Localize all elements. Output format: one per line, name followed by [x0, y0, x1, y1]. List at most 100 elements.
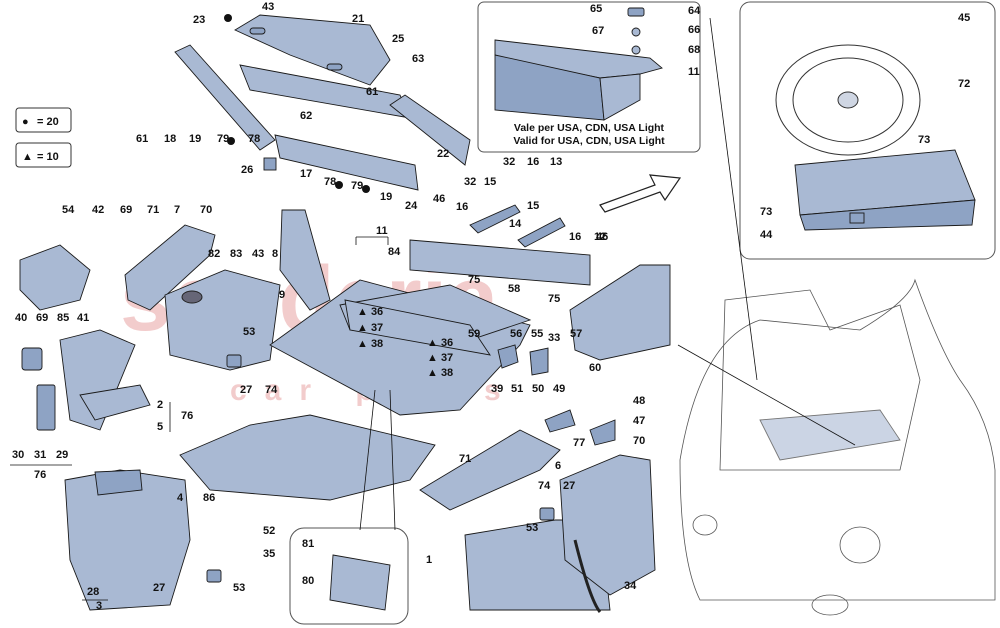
inset-note-line1: Vale per USA, CDN, USA Light [514, 122, 665, 134]
callout-label: 69 [120, 204, 132, 216]
callout-label: 61 [366, 86, 378, 98]
callout-label: 70 [633, 435, 645, 447]
callout-label: 23 [193, 14, 205, 26]
callout-label: 75 [468, 274, 480, 286]
callout-label: 7 [174, 204, 180, 216]
callout-label: 57 [570, 328, 582, 340]
callout-label: 19 [189, 133, 201, 145]
callout-label: 29 [56, 449, 68, 461]
callout-label: 34 [624, 580, 637, 592]
callout-label: 77 [573, 437, 585, 449]
torque-dot-marker [362, 185, 370, 193]
callout-label: 19 [380, 191, 392, 203]
callout-label: 54 [62, 204, 75, 216]
callout-label: 16 [527, 156, 539, 168]
callout-label: 18 [164, 133, 176, 145]
callout-label-triangle: ▲ 36 [357, 306, 383, 318]
callout-label: 27 [563, 480, 575, 492]
legend-dot-text: = 20 [37, 116, 59, 128]
callout-label: 83 [230, 248, 242, 260]
callout-label: 11 [376, 225, 388, 237]
parts-group [19, 14, 671, 613]
callout-label: 53 [233, 582, 245, 594]
inset-spare-wheel [739, 1, 996, 260]
callout-label: 59 [468, 328, 480, 340]
callout-label: 78 [248, 133, 260, 145]
callout-label: 53 [243, 326, 255, 338]
callout-label: 76 [181, 410, 193, 422]
callout-label: 33 [548, 332, 560, 344]
callout-label: 70 [200, 204, 212, 216]
callout-label: 26 [241, 164, 253, 176]
legend-tri-symbol: ▲ [22, 151, 33, 163]
callout-label: 67 [592, 25, 604, 37]
callout-label: 46 [596, 231, 608, 243]
callout-label: 85 [57, 312, 69, 324]
callout-label: 32 [503, 156, 515, 168]
callout-label: 76 [34, 469, 46, 481]
callout-label: 71 [459, 453, 471, 465]
callout-label: 45 [958, 12, 970, 24]
callout-label: 65 [590, 3, 602, 15]
callout-label: 44 [760, 229, 773, 241]
callout-label: 39 [491, 383, 503, 395]
callout-label: 41 [77, 312, 89, 324]
callout-label: 79 [217, 133, 229, 145]
callout-label: 46 [433, 193, 445, 205]
callout-label: 35 [263, 548, 275, 560]
callout-label: 13 [550, 156, 562, 168]
callout-label: 4 [177, 492, 184, 504]
callout-label: 75 [548, 293, 560, 305]
callout-label: 30 [12, 449, 24, 461]
callout-label: 51 [511, 383, 523, 395]
callout-label: 27 [240, 384, 252, 396]
callout-label: 79 [351, 180, 363, 192]
car-outline [677, 17, 996, 616]
legend-tri-10: ▲ = 10 [15, 142, 72, 168]
callout-label: 48 [633, 395, 645, 407]
callout-label: 14 [509, 218, 522, 230]
callout-label: 55 [531, 328, 543, 340]
leader-lines [10, 236, 396, 601]
legend-dot-symbol: ● [22, 116, 29, 128]
callout-label: 1 [426, 554, 432, 566]
callout-label: 71 [147, 204, 159, 216]
torque-dot-marker [224, 14, 232, 22]
callout-label-triangle: ▲ 38 [427, 367, 453, 379]
callout-label: 53 [526, 522, 538, 534]
callout-label: 15 [484, 176, 496, 188]
callout-label: 32 [464, 176, 476, 188]
callout-label: 50 [532, 383, 544, 395]
callout-label: 24 [405, 200, 418, 212]
callout-label: 3 [96, 600, 102, 612]
callout-label: 22 [437, 148, 449, 160]
callout-label: 61 [136, 133, 148, 145]
callout-label: 62 [300, 110, 312, 122]
inset-usa-variant: Vale per USA, CDN, USA Light Valid for U… [477, 1, 701, 153]
callout-label: 28 [87, 586, 99, 598]
callout-label: 74 [265, 384, 278, 396]
callout-label: 86 [203, 492, 215, 504]
callout-label: 2 [157, 399, 163, 411]
callout-label: 15 [527, 200, 539, 212]
callout-label: 47 [633, 415, 645, 427]
callout-label: 27 [153, 582, 165, 594]
legend-tri-text: = 10 [37, 151, 59, 163]
torque-dot-marker [335, 181, 343, 189]
callout-label: 42 [92, 204, 104, 216]
callout-label: 25 [392, 33, 404, 45]
callout-label: 56 [510, 328, 522, 340]
callout-label: 16 [569, 231, 581, 243]
callout-label: 63 [412, 53, 424, 65]
callout-label: 80 [302, 575, 314, 587]
callout-label: 12 [594, 231, 606, 243]
callout-label: 58 [508, 283, 520, 295]
legend-dot-20: ● = 20 [15, 107, 72, 133]
callout-label: 68 [688, 44, 700, 56]
callout-label: 31 [34, 449, 46, 461]
callout-label-triangle: ▲ 37 [357, 322, 383, 334]
callout-label: 49 [553, 383, 565, 395]
callout-label-triangle: ▲ 37 [427, 352, 453, 364]
